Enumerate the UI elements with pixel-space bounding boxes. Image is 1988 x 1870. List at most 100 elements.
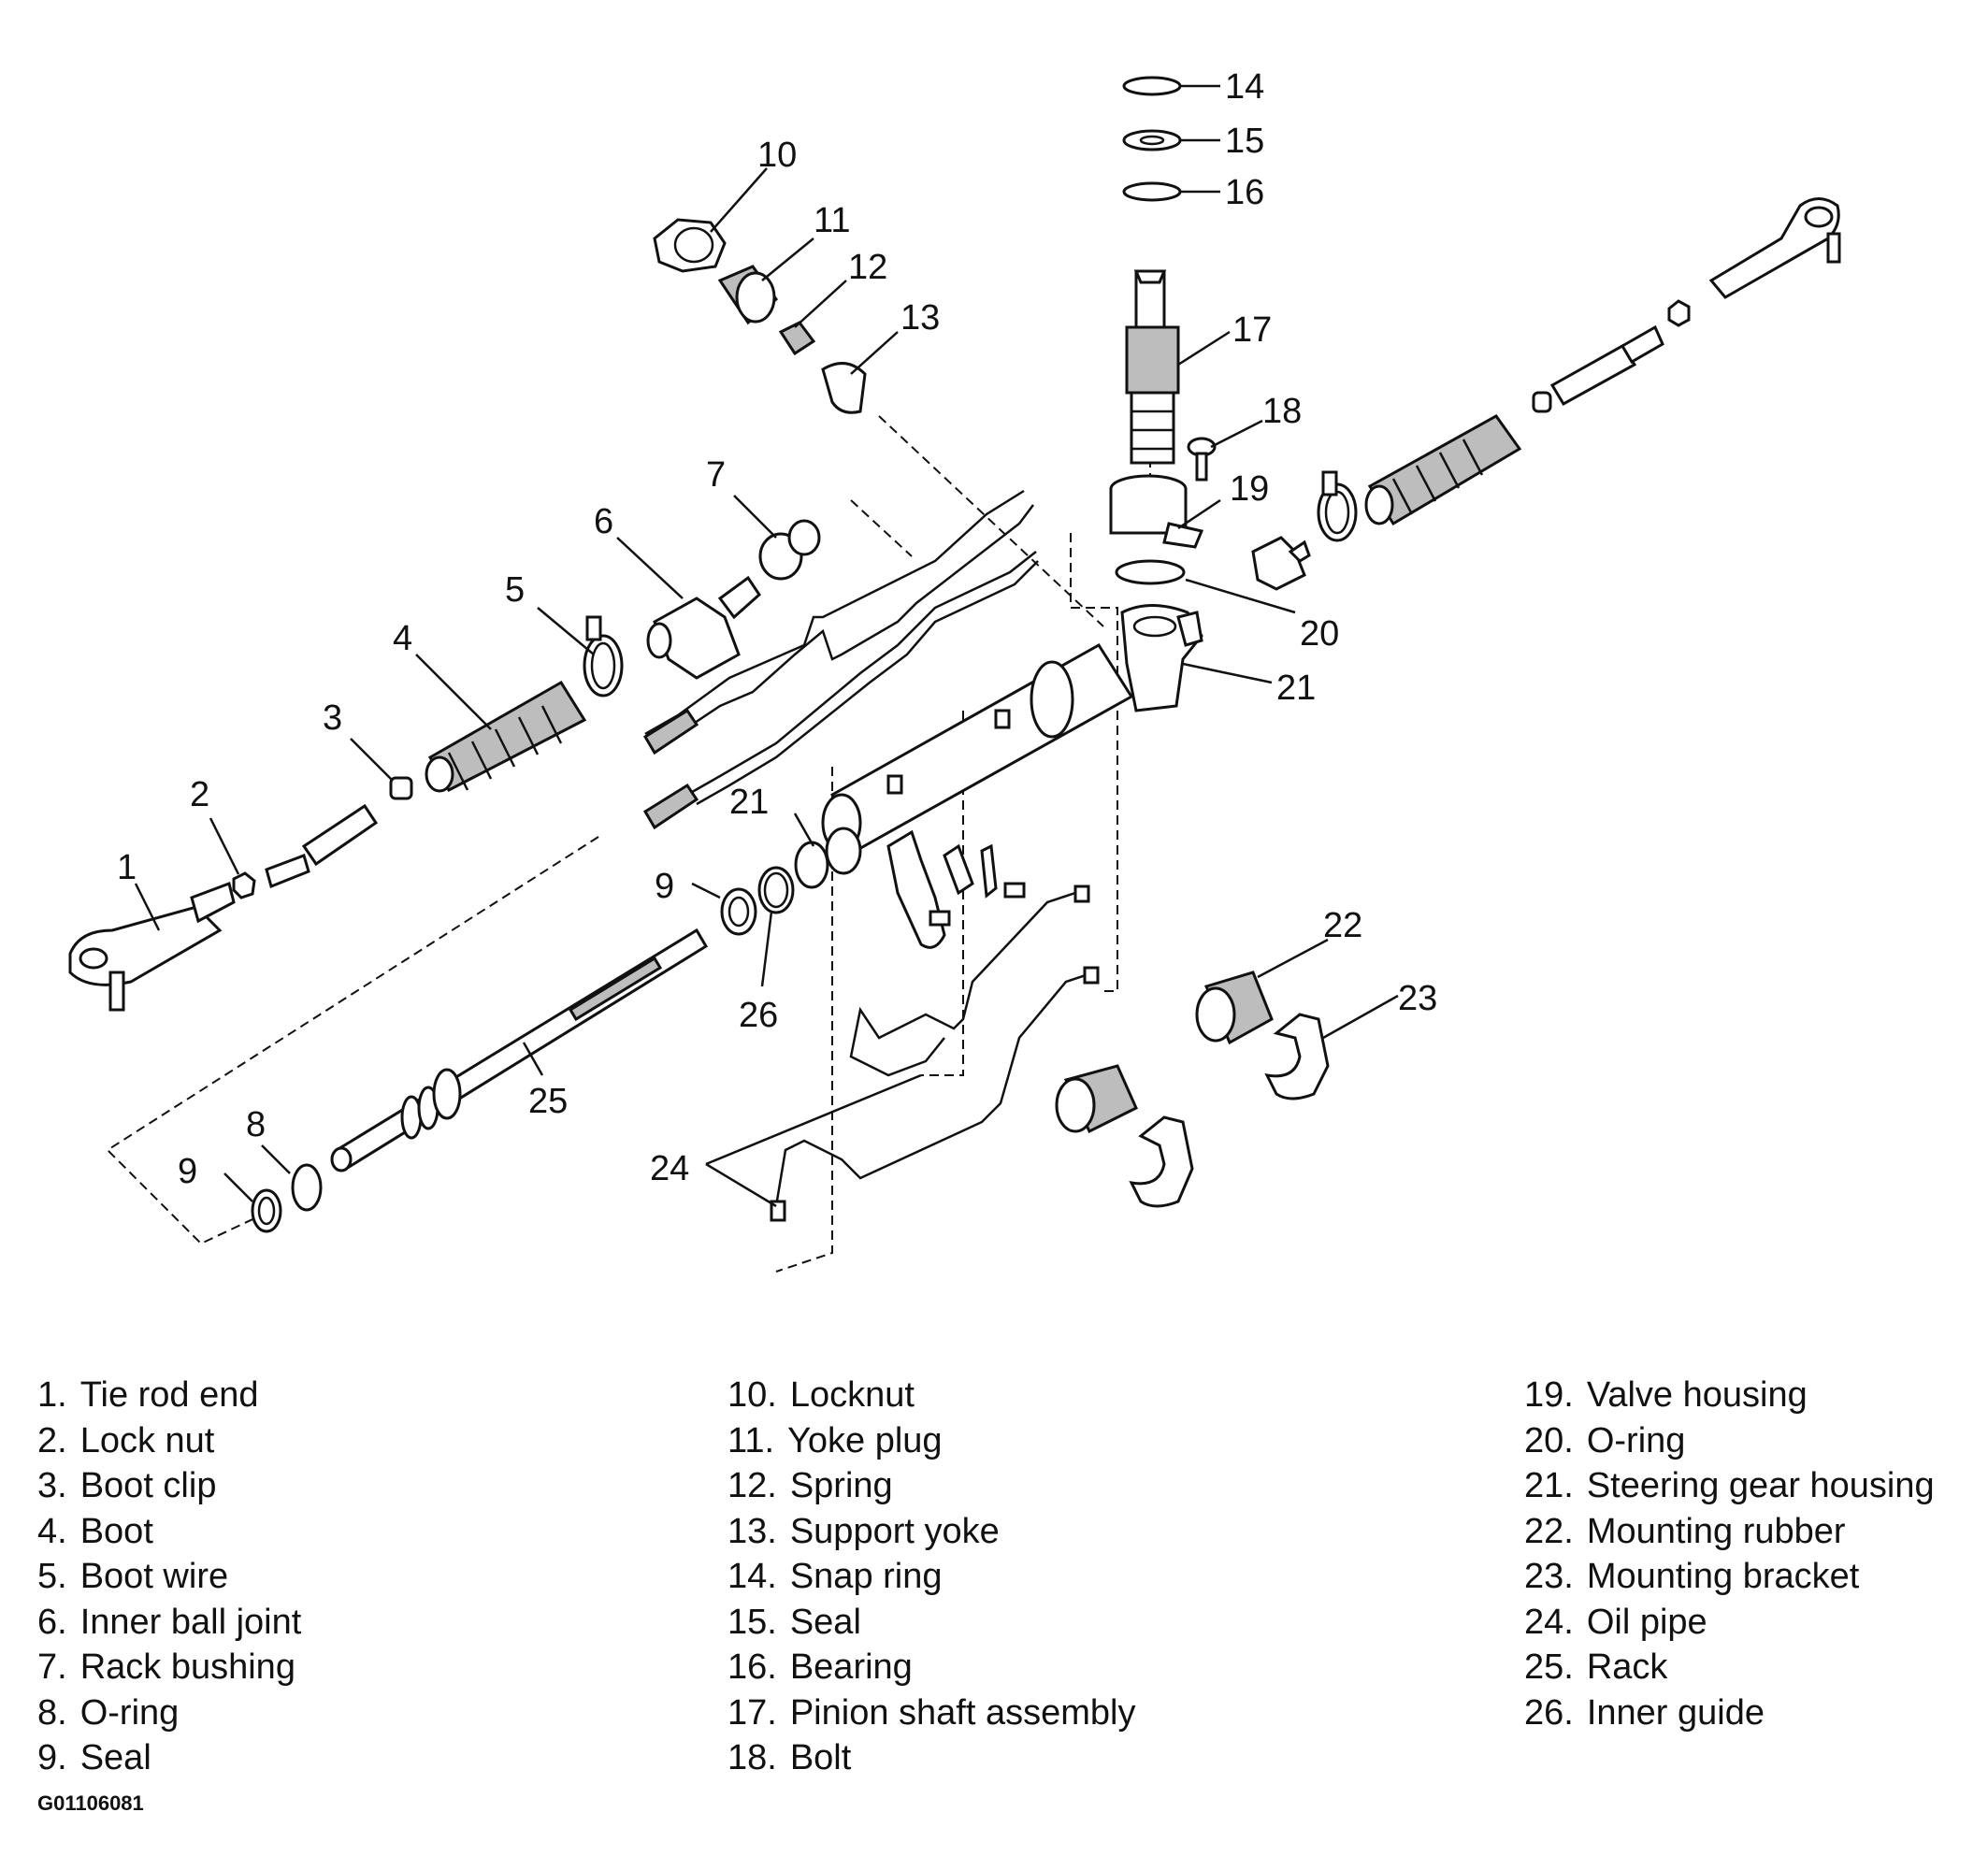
legend-item: 6.Inner ball joint	[37, 1602, 302, 1642]
assembly-line-housing	[1070, 533, 1118, 992]
tie-rod-end-right	[1708, 197, 1841, 299]
callout-7: 7	[706, 455, 726, 495]
rack-bushing-right	[1251, 536, 1311, 591]
legend-column-2: 10.Locknut 11.Yoke plug 12.Spring 13.Sup…	[727, 1373, 1135, 1781]
lock-nut-left	[232, 871, 256, 899]
legend-item: 16.Bearing	[727, 1647, 913, 1687]
legend-item: 2.Lock nut	[37, 1420, 215, 1460]
callout-15: 15	[1225, 122, 1264, 161]
legend-item: 15.Seal	[727, 1602, 861, 1642]
outer-rod-left	[265, 803, 379, 889]
bolt-18	[1187, 437, 1217, 482]
boot-clip-right	[1532, 391, 1552, 413]
legend-item: 5.Boot wire	[37, 1557, 229, 1596]
rack-bushing	[758, 519, 821, 581]
callout-16: 16	[1225, 173, 1264, 212]
o-ring-20	[1115, 559, 1186, 585]
callout-24: 24	[650, 1149, 689, 1188]
leader-lines	[134, 84, 1399, 1208]
boot-clip	[389, 776, 413, 800]
legend-item: 13.Support yoke	[727, 1511, 1000, 1551]
legend-item: 14.Snap ring	[727, 1557, 943, 1596]
seal-9-upper	[720, 887, 757, 936]
callout-9-upper: 9	[655, 867, 674, 906]
legend-item: 10.Locknut	[727, 1375, 915, 1415]
seal-9-lower	[251, 1188, 282, 1233]
callout-14: 14	[1225, 67, 1264, 107]
tie-rod-end-left	[68, 882, 236, 1012]
callout-19: 19	[1230, 469, 1269, 509]
callout-22: 22	[1323, 906, 1362, 945]
legend-item: 23.Mounting bracket	[1524, 1557, 1860, 1596]
mounting-rubber-22	[1055, 971, 1274, 1134]
callout-20: 20	[1300, 614, 1339, 654]
pinion-shaft-assembly	[1125, 269, 1180, 465]
legend-item: 26.Inner guide	[1524, 1692, 1765, 1733]
callout-18: 18	[1262, 392, 1302, 431]
boot-left	[425, 680, 587, 793]
bearing-16	[1122, 181, 1182, 202]
clamp-parts	[886, 829, 1026, 949]
legend-item: 21.Steering gear housing	[1524, 1466, 1935, 1505]
legend-item: 9.Seal	[37, 1738, 151, 1777]
seal-15	[1122, 129, 1182, 151]
o-ring-8	[291, 1163, 323, 1212]
assembly-line-rack	[106, 836, 599, 1245]
legend-item: 8.O-ring	[37, 1692, 180, 1733]
callout-12: 12	[848, 248, 887, 287]
assembly-line-pipes-2	[921, 711, 964, 1076]
callout-4: 4	[393, 619, 412, 658]
legend-column-1: 1.Tie rod end 2.Lock nut 3.Boot clip 4.B…	[37, 1373, 301, 1781]
callout-11: 11	[814, 201, 850, 240]
callout-6: 6	[594, 502, 613, 541]
callout-21-lower: 21	[729, 783, 769, 822]
o-ring-21-rings	[794, 827, 862, 889]
spring-12	[778, 321, 816, 356]
legend-item: 17.Pinion shaft assembly	[727, 1692, 1136, 1733]
outer-rod-right	[1549, 324, 1664, 407]
assembly-line-bushing	[850, 499, 913, 557]
mounting-bracket-23	[1129, 1013, 1330, 1208]
boot-wire-left	[583, 615, 624, 698]
callout-26: 26	[739, 996, 778, 1035]
boot-wire-right	[1317, 470, 1358, 542]
legend-column-3: 19.Valve housing 20.O-ring 21.Steering g…	[1524, 1373, 1935, 1735]
legend-item: 7.Rack bushing	[37, 1647, 295, 1687]
locknut-10	[653, 218, 727, 273]
legend-item: 19.Valve housing	[1524, 1375, 1808, 1415]
legend-item: 3.Boot clip	[37, 1466, 217, 1505]
exploded-view-diagram: 1 2 3 4 5 6 7 8 9 10 11 12 13 14 15 16 1…	[68, 67, 1841, 1273]
callout-3: 3	[323, 698, 342, 738]
assembly-line-yoke	[878, 415, 1104, 627]
rack-25	[330, 928, 709, 1172]
legend-item: 20.O-ring	[1524, 1420, 1686, 1460]
callout-8: 8	[246, 1105, 266, 1144]
legend-item: 12.Spring	[727, 1466, 893, 1505]
legend-item: 24.Oil pipe	[1524, 1602, 1707, 1642]
callout-17: 17	[1232, 310, 1272, 350]
figure-code: G01106081	[37, 1791, 144, 1815]
steering-gear-housing	[1120, 604, 1203, 712]
callout-21-upper: 21	[1276, 669, 1316, 708]
callout-1: 1	[117, 848, 137, 887]
legend-item: 18.Bolt	[727, 1738, 852, 1777]
legend-item: 22.Mounting rubber	[1524, 1511, 1846, 1551]
steering-gear-housing-body	[821, 642, 1134, 854]
assembly-line-pipes	[775, 767, 833, 1273]
callout-9-lower: 9	[178, 1152, 197, 1191]
lock-nut-right	[1667, 299, 1691, 327]
legend-item: 4.Boot	[37, 1511, 153, 1551]
callout-10: 10	[757, 136, 797, 175]
oil-pipes	[642, 489, 1100, 1222]
callout-numbers: 1 2 3 4 5 6 7 8 9 10 11 12 13 14 15 16 1…	[117, 67, 1437, 1191]
snap-ring-14	[1122, 76, 1182, 96]
callout-13: 13	[900, 298, 940, 338]
legend-item: 25.Rack	[1524, 1647, 1668, 1687]
callout-25: 25	[528, 1082, 568, 1121]
callout-5: 5	[505, 570, 525, 610]
valve-housing	[1109, 474, 1204, 549]
boot-right	[1364, 414, 1522, 526]
callout-2: 2	[190, 775, 209, 814]
inner-ball-joint	[646, 575, 761, 680]
inner-guide-26	[757, 866, 795, 914]
